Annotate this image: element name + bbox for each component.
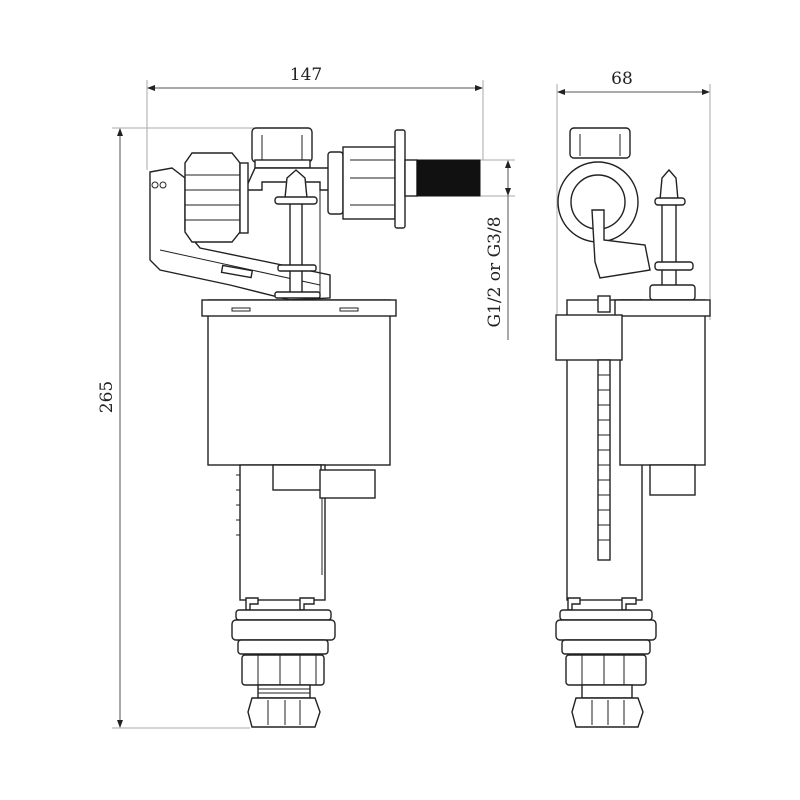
threaded-inlet (416, 159, 481, 197)
dimension-front-width: 147 (146, 65, 484, 170)
dimension-side-width: 68 (556, 69, 711, 320)
seal-ring (231, 619, 336, 641)
thread-label: G1/2 or G3/8 (485, 216, 505, 327)
float-cup (207, 299, 391, 466)
lock-nut (241, 654, 325, 686)
height-label: 265 (97, 381, 117, 413)
dimension-height: 265 (97, 127, 260, 729)
dimension-thread: G1/2 or G3/8 (480, 159, 515, 340)
side-float-cup (619, 299, 706, 466)
side-width-label: 68 (611, 69, 633, 89)
inlet-nut (184, 152, 241, 243)
top-cap (251, 127, 313, 163)
connector-body (342, 146, 396, 220)
side-top-cap (569, 127, 631, 159)
front-view (149, 127, 481, 728)
side-view (555, 127, 711, 728)
front-width-label: 147 (290, 65, 322, 85)
flange (394, 129, 406, 229)
connector-ring (327, 151, 344, 215)
bottom-nut (247, 697, 321, 728)
side-lever (591, 209, 651, 279)
side-clamp (555, 314, 623, 361)
